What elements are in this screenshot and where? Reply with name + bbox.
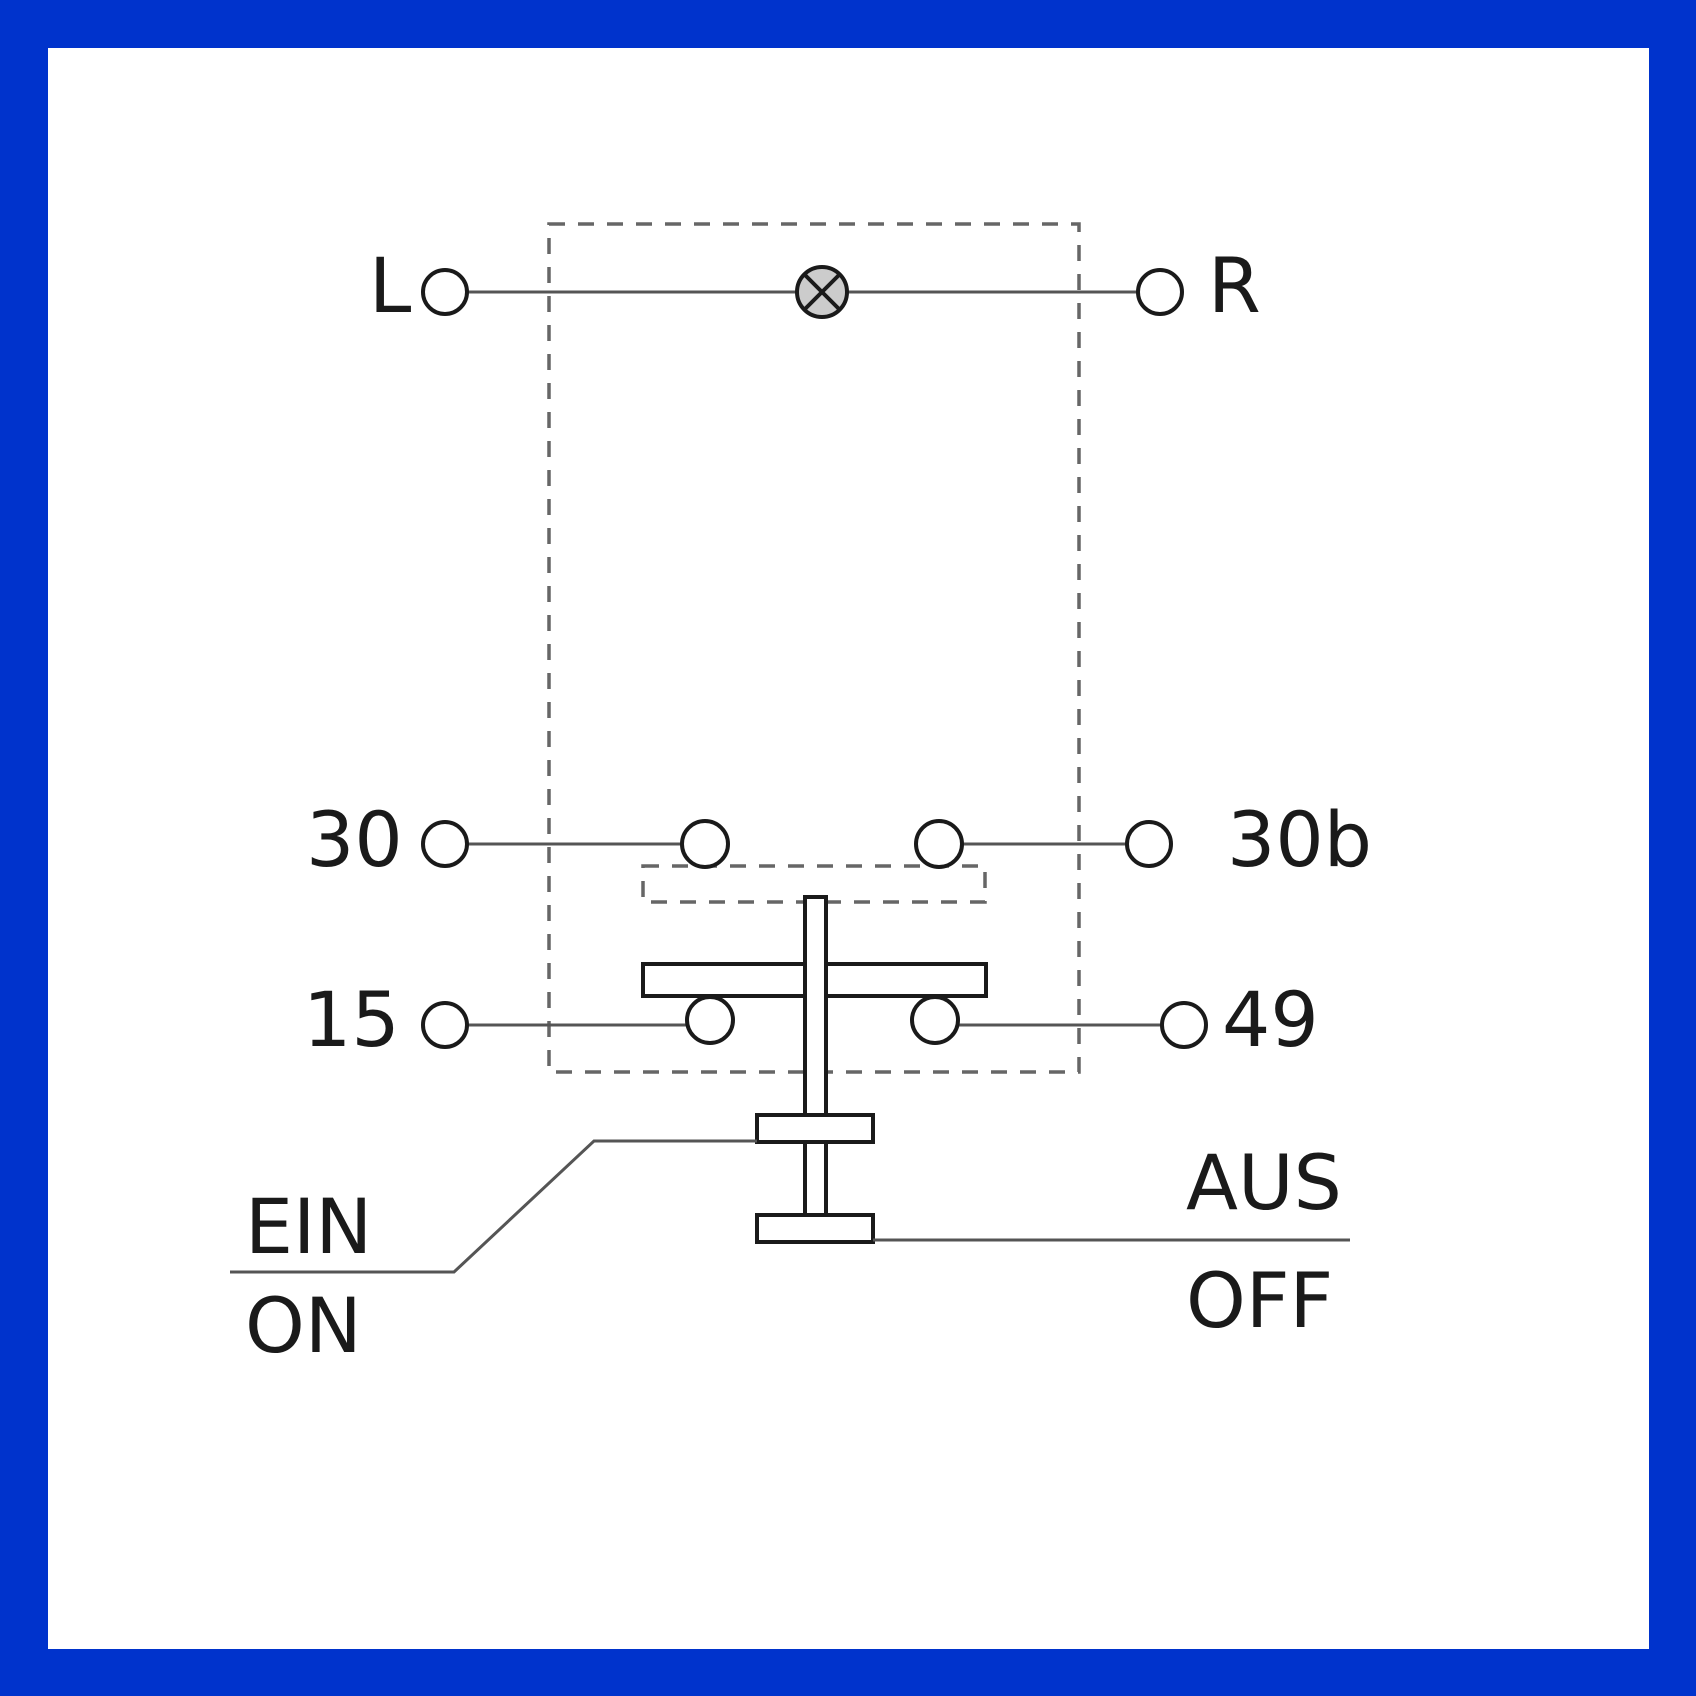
contact-30-inner [680,819,730,869]
contact-30b-inner [914,819,964,869]
terminal-30 [421,820,469,868]
label-30b: 30b [1227,795,1372,884]
contact-49-inner [910,995,960,1045]
label-l: L [369,241,411,330]
indicator-lamp-icon [795,265,849,319]
terminal-l [421,268,469,316]
contact-15-inner [685,995,735,1045]
on-position-stop [755,1113,875,1144]
label-15: 15 [303,975,400,1064]
label-off: OFF [1186,1256,1333,1345]
switch-housing-outline [547,222,1081,1074]
terminal-r [1136,268,1184,316]
terminal-30b [1125,820,1173,868]
label-aus: AUS [1186,1138,1342,1227]
terminal-15 [421,1001,469,1049]
label-49: 49 [1222,975,1319,1064]
off-position-stop [755,1213,875,1244]
plunger-guide-outline [641,864,987,904]
label-r: R [1208,241,1261,330]
on-leader-line [230,1139,757,1274]
terminal-49 [1160,1001,1208,1049]
plunger-shaft [803,895,828,1222]
label-on: ON [245,1281,362,1370]
label-ein: EIN [245,1182,372,1271]
label-30: 30 [306,795,403,884]
diagram-canvas [48,48,1649,1649]
